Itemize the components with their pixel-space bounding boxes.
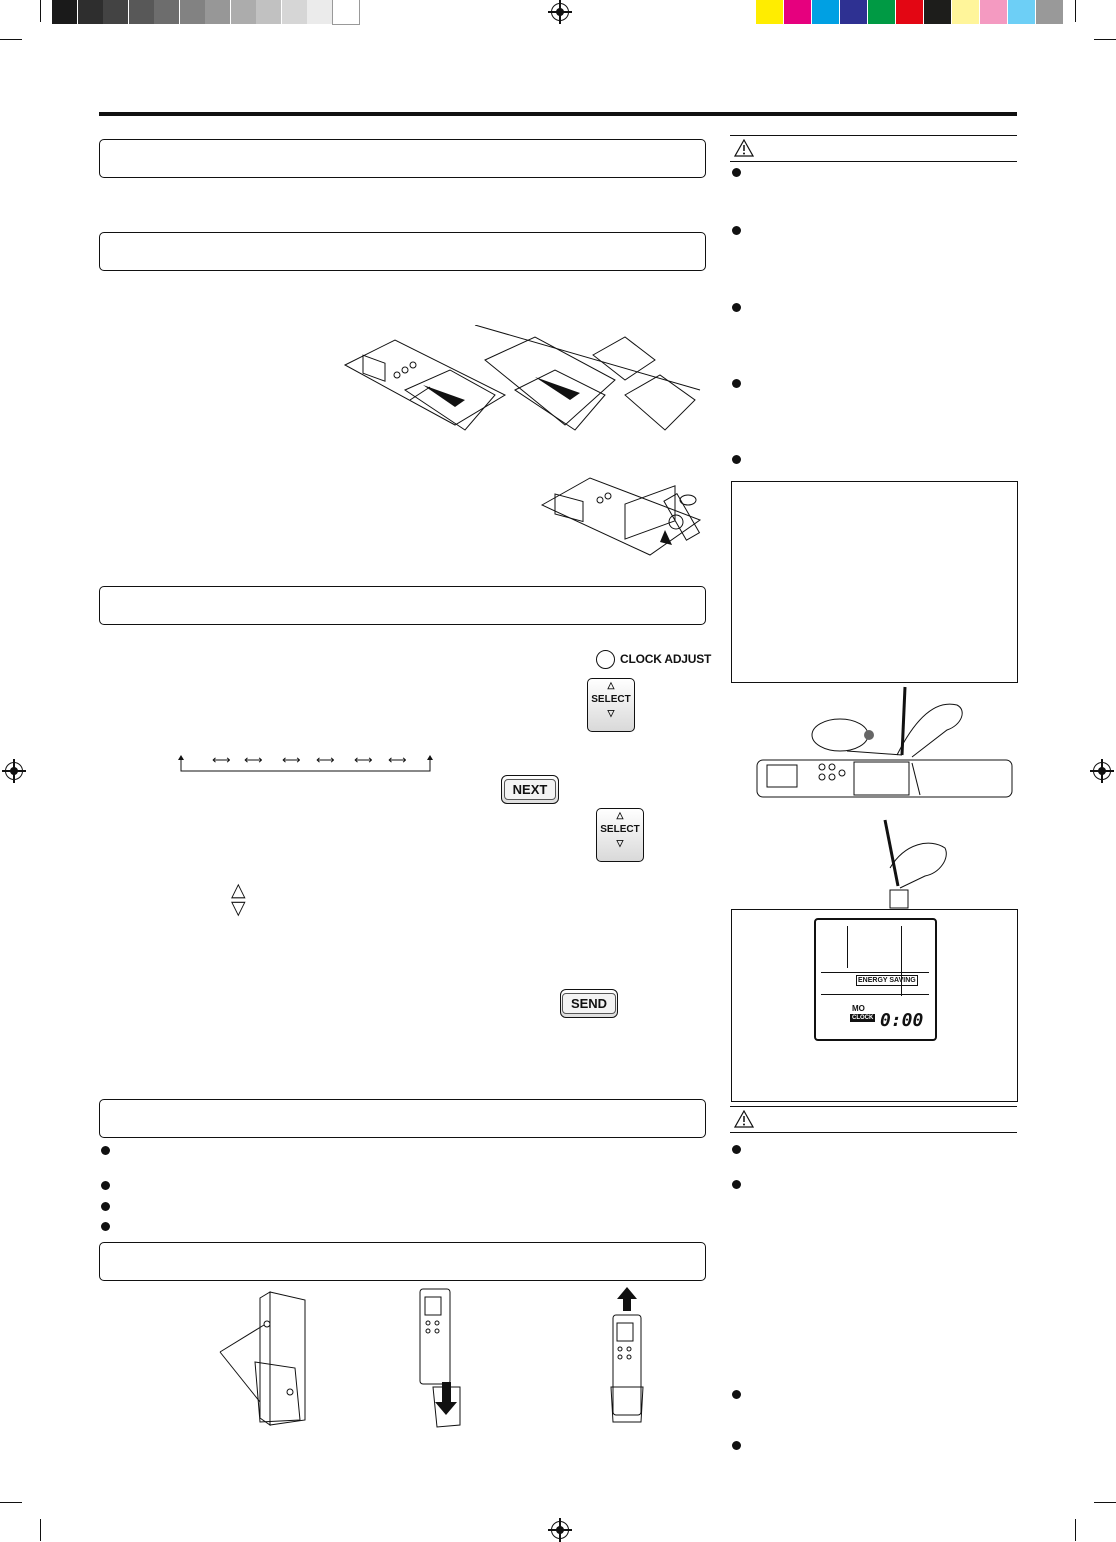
list-bullet — [732, 379, 741, 388]
registration-mark-icon — [2, 759, 26, 783]
clock-time-display: 0:00 — [880, 1010, 924, 1031]
gray-swatch — [256, 0, 282, 24]
registration-mark-icon — [548, 0, 572, 24]
select-button[interactable]: △ SELECT ▽ — [596, 808, 644, 862]
color-swatch — [812, 0, 840, 24]
list-bullet — [732, 1145, 741, 1154]
registration-mark-icon — [1090, 759, 1114, 783]
gray-swatch — [103, 0, 129, 24]
select-down-icon: ▽ — [607, 708, 615, 718]
select-label: SELECT — [591, 694, 631, 705]
gray-swatch — [77, 0, 104, 24]
list-bullet — [101, 1202, 110, 1211]
color-swatch — [840, 0, 868, 24]
holder-mounting-illustration — [219, 1291, 306, 1426]
next-button[interactable]: NEXT — [501, 775, 559, 804]
gray-swatch — [205, 0, 231, 24]
section-header-box-1 — [99, 139, 706, 178]
clock-adjust-button[interactable] — [596, 650, 615, 669]
insert-down-arrow-icon — [435, 1382, 457, 1415]
gray-swatch — [307, 0, 333, 24]
list-bullet — [732, 455, 741, 464]
list-bullet — [732, 226, 741, 235]
caution-rule-bottom — [730, 1132, 1017, 1133]
pencil-press-illustration — [883, 819, 947, 909]
select-down-icon: ▽ — [616, 838, 624, 848]
caution-rule-top — [730, 1106, 1017, 1107]
energy-saving-indicator: ENERGY SAVING — [856, 975, 918, 986]
list-bullet — [101, 1222, 110, 1231]
sequence-arrow-icon: ⟷ — [244, 752, 263, 767]
reset-button-illustration — [756, 686, 1013, 798]
caution-rule-bottom — [730, 161, 1017, 162]
section-header-box-4 — [99, 1099, 706, 1138]
gray-swatch — [281, 0, 308, 24]
gray-swatch — [154, 0, 180, 24]
gray-swatch — [128, 0, 155, 24]
sequence-arrow-icon: ⟷ — [316, 752, 335, 767]
color-swatch — [924, 0, 952, 24]
list-bullet — [732, 1180, 741, 1189]
select-up-icon: △ — [607, 680, 615, 690]
list-bullet — [101, 1146, 110, 1155]
gray-swatch — [331, 0, 360, 25]
up-arrow-icon: △ — [231, 880, 246, 901]
clock-indicator: CLOCK — [850, 1014, 876, 1022]
color-swatch — [756, 0, 784, 24]
warning-triangle-icon — [734, 1110, 754, 1128]
color-swatch — [784, 0, 812, 24]
section-header-box-holder — [99, 1242, 706, 1281]
color-swatch — [868, 0, 896, 24]
cover-slide-arrow-icon — [423, 377, 580, 407]
setting-sequence-bracket — [178, 755, 433, 772]
sequence-arrow-icon: ⟷ — [354, 752, 373, 767]
note-panel — [731, 481, 1018, 683]
sequence-arrow-icon: ⟷ — [282, 752, 301, 767]
remote-removal-illustration — [610, 1287, 644, 1423]
select-button[interactable]: △ SELECT ▽ — [587, 678, 635, 732]
color-swatch — [1036, 0, 1064, 24]
cover-removal-illustration — [343, 325, 701, 431]
sequence-arrow-icon: ⟷ — [388, 752, 407, 767]
list-bullet — [732, 1390, 741, 1399]
header-rule — [99, 112, 1017, 116]
clock-adjust-label: CLOCK ADJUST — [620, 652, 712, 666]
list-bullet — [732, 303, 741, 312]
color-swatch — [1008, 0, 1036, 24]
gray-swatch — [179, 0, 206, 24]
section-header-box-clock — [99, 586, 706, 625]
caution-rule-top — [730, 135, 1017, 136]
color-swatch — [980, 0, 1008, 24]
down-arrow-icon: ▽ — [231, 898, 246, 919]
warning-triangle-icon — [734, 139, 754, 157]
send-button[interactable]: SEND — [560, 989, 618, 1018]
list-bullet — [732, 1441, 741, 1450]
select-up-icon: △ — [616, 810, 624, 820]
lcd-screen: ENERGY SAVING MO CLOCK 0:00 — [814, 918, 937, 1041]
color-swatch — [952, 0, 980, 24]
sequence-arrow-icon: ⟷ — [212, 752, 231, 767]
color-swatch — [896, 0, 924, 24]
list-bullet — [732, 168, 741, 177]
section-header-box-2 — [99, 232, 706, 271]
remove-up-arrow-icon — [617, 1287, 637, 1311]
insert-arrow-icon — [660, 530, 672, 545]
remote-insertion-illustration — [419, 1288, 461, 1428]
next-label: NEXT — [503, 779, 557, 800]
battery-insertion-illustration — [540, 477, 702, 556]
select-label: SELECT — [600, 824, 640, 835]
registration-mark-icon — [548, 1518, 572, 1542]
gray-swatch — [52, 0, 78, 24]
list-bullet — [101, 1181, 110, 1190]
gray-swatch — [230, 0, 257, 24]
send-label: SEND — [561, 993, 617, 1014]
day-indicator: MO — [852, 1004, 865, 1013]
